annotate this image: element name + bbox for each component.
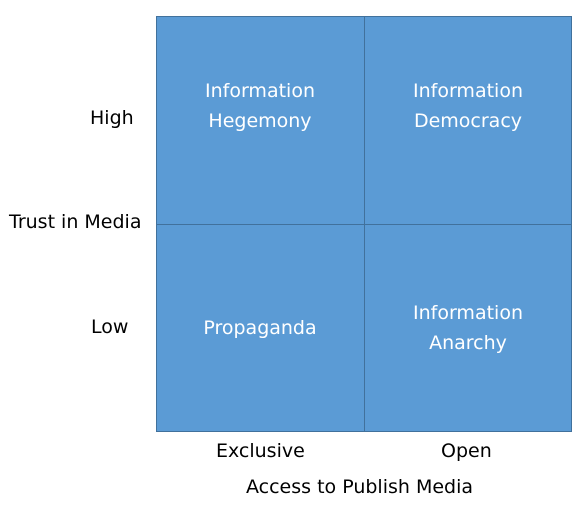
quadrant-label: Information Hegemony — [205, 80, 315, 132]
quadrant-information-hegemony: Information Hegemony — [157, 17, 363, 223]
quadrant-label: Information Democracy — [413, 80, 523, 132]
quadrant-label: Information Anarchy — [413, 302, 523, 354]
quadrant-label: Propaganda — [203, 317, 317, 339]
quadrant-matrix: Information Hegemony Information Democra… — [156, 16, 572, 432]
quadrant-information-anarchy: Information Anarchy — [365, 225, 571, 431]
horizontal-divider — [157, 224, 571, 225]
y-axis-title: Trust in Media — [9, 211, 142, 233]
y-axis-low-label: Low — [91, 316, 129, 338]
x-axis-title: Access to Publish Media — [246, 476, 474, 498]
y-axis-high-label: High — [90, 107, 134, 129]
quadrant-information-democracy: Information Democracy — [365, 17, 571, 223]
quadrant-propaganda: Propaganda — [157, 225, 363, 431]
x-axis-open-label: Open — [441, 440, 492, 462]
x-axis-exclusive-label: Exclusive — [216, 440, 305, 462]
